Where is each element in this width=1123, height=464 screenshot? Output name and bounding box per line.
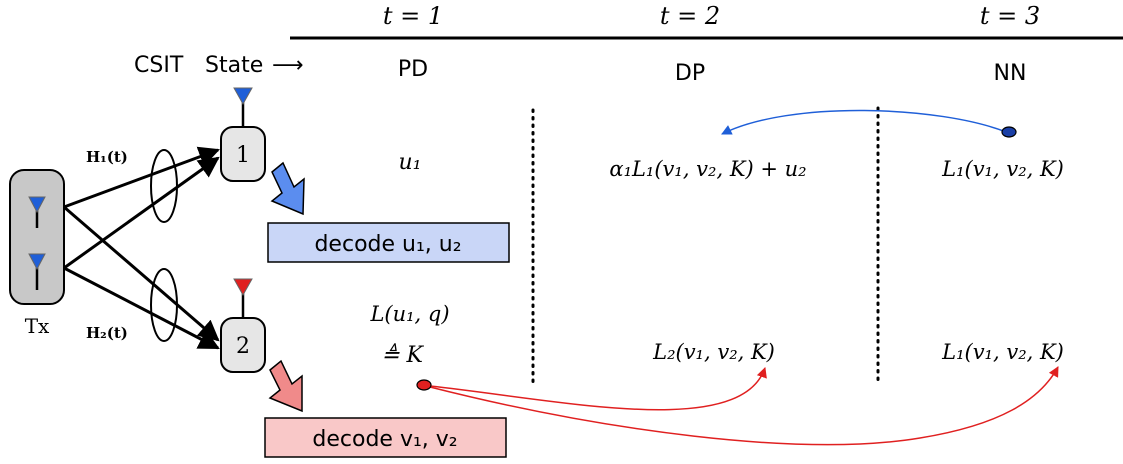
rx2-decode-arrow-icon (268, 359, 303, 413)
row2-t2-expression: L₂(v₁, v₂, K) (652, 340, 775, 364)
link-tx1-rx1 (63, 146, 220, 209)
channel-links (63, 146, 220, 350)
receiver-2: 2 (220, 278, 303, 413)
rx1-antenna-icon (233, 87, 253, 106)
tx-antenna-1-icon (28, 196, 46, 214)
state-t3: NN (994, 61, 1027, 86)
feedback-arrow-blue (721, 109, 1007, 135)
transmitter (9, 169, 65, 305)
row1-t3-expression: L₁(v₁, v₂, K) (941, 157, 1064, 181)
row2-t3-expression: L₁(v₁, v₂, K) (941, 340, 1064, 364)
row2-t1-expression-line1: L(u₁, q) (369, 302, 449, 326)
feedback-dot-blue (1001, 126, 1017, 138)
state-arrow-icon: ⟶ (272, 53, 304, 78)
link-tx1-rx2 (63, 205, 220, 342)
decode-box-2 (264, 417, 507, 458)
tx-antenna-2-icon (28, 253, 46, 271)
transmitter-label: Tx (25, 314, 50, 338)
rx1-label: 1 (236, 143, 250, 168)
row2-t1-expression-line2: ≜ K (381, 343, 424, 368)
channel-1-ellipse (150, 149, 178, 223)
row1-t2-expression: α₁L₁(v₁, v₂, K) + u₂ (609, 157, 806, 181)
link-tx2-rx2 (63, 266, 220, 350)
feedback-arrow-red-t2 (429, 367, 767, 411)
row1-t1-expression: u₁ (399, 150, 422, 175)
receiver-1: 1 (220, 87, 305, 216)
time-label-2: t = 2 (660, 2, 720, 30)
rx1-decode-arrow-icon (270, 161, 305, 216)
state-t1: PD (398, 57, 428, 82)
rx2-label: 2 (236, 334, 250, 359)
channel-2-label: H₂(t) (86, 324, 128, 342)
state-label: State (205, 53, 263, 78)
rx2-box (220, 317, 266, 373)
feedback-arrow-red-t3 (429, 366, 1059, 446)
decode-box-1 (267, 222, 510, 263)
decode-box-1-label: decode u₁, u₂ (314, 232, 461, 257)
feedback-dot-red (416, 379, 432, 391)
state-t2: DP (675, 61, 705, 86)
transmitter-box (9, 169, 65, 305)
rx1-box (220, 126, 266, 182)
rx2-antenna-icon (233, 278, 253, 297)
channel-1-label: H₁(t) (86, 148, 128, 166)
decode-box-2-label: decode v₁, v₂ (312, 427, 457, 452)
link-tx2-rx1 (63, 156, 220, 270)
csit-label: CSIT (134, 53, 184, 78)
channel-2-ellipse (150, 268, 178, 342)
time-label-3: t = 3 (980, 2, 1040, 30)
time-label-1: t = 1 (383, 2, 443, 30)
